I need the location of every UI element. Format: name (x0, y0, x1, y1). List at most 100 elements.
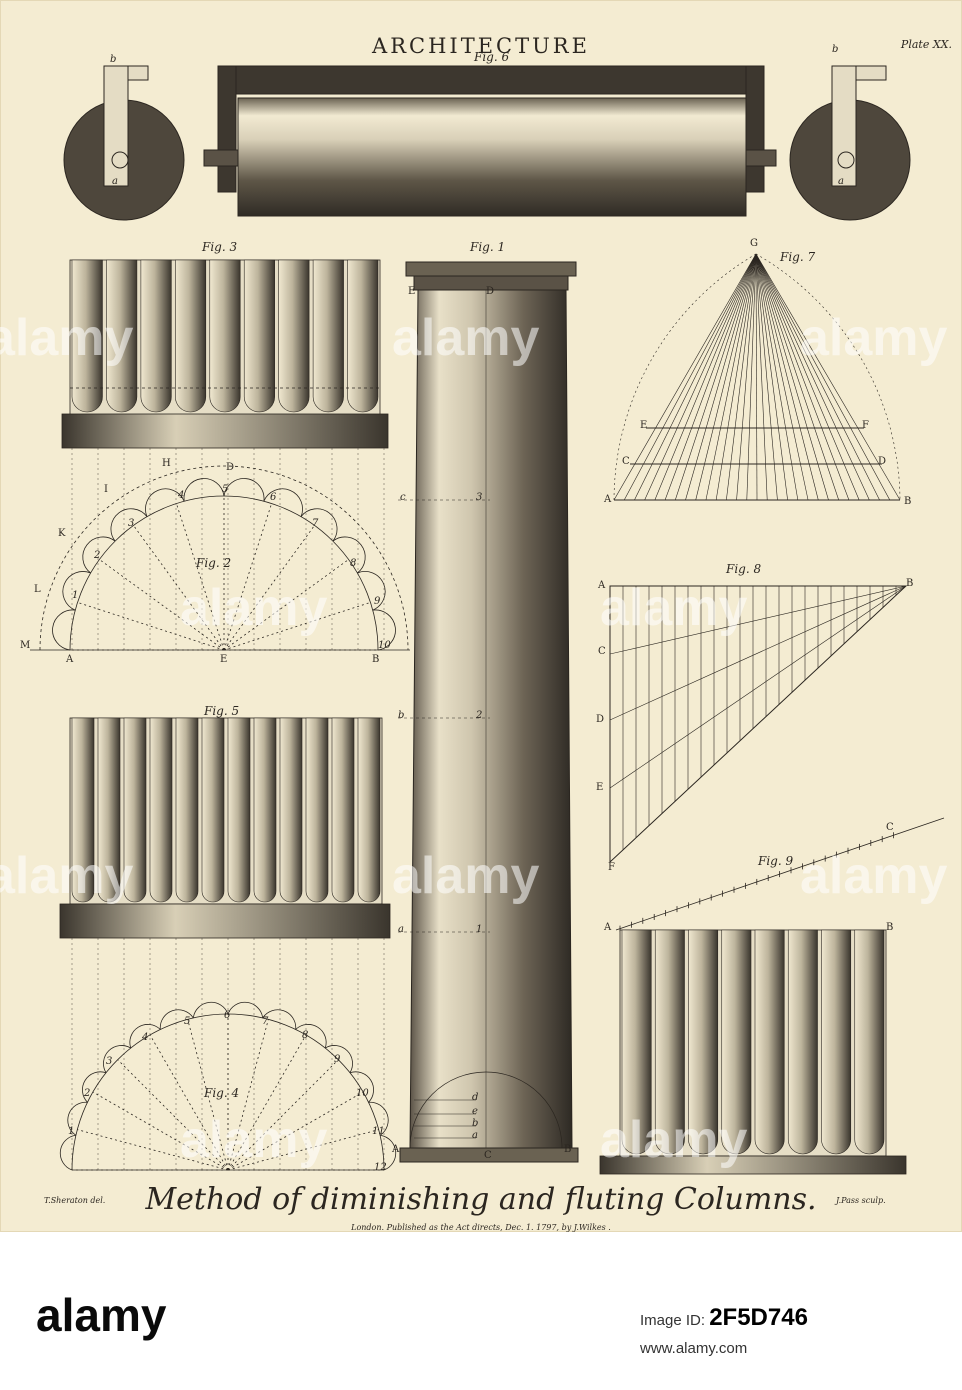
fig-guide-lines (71, 448, 385, 1170)
fig2-n2: 2 (94, 550, 101, 561)
fig4-n12: 12 (374, 1162, 387, 1173)
fig4-n6: 6 (224, 1010, 231, 1021)
fig8-D: D (596, 714, 605, 725)
fig5-fluted-segment (59, 717, 391, 939)
fig5-label: Fig. 5 (204, 704, 240, 718)
image-id: Image ID: 2F5D746 (640, 1304, 808, 1332)
fig4-n4: 4 (142, 1032, 149, 1043)
fig3-label: Fig. 3 (202, 240, 238, 254)
fig4-n8: 8 (302, 1030, 309, 1041)
fig7-F: F (862, 420, 869, 431)
fig7-C: C (622, 456, 630, 467)
fig6-roller (203, 65, 777, 217)
fig2-H: H (162, 458, 171, 469)
watermark: alamy (180, 579, 328, 637)
fig1-D: D (486, 286, 495, 297)
fig1-1: 1 (476, 924, 483, 935)
watermark: alamy (180, 1111, 328, 1169)
fig9-C: C (886, 822, 894, 833)
fig9-fluted-block (599, 817, 945, 1175)
fig4-n5: 5 (184, 1016, 191, 1027)
fig2-D: D (226, 462, 235, 473)
engraving-artwork (0, 0, 962, 1232)
footer-logo: alamy (36, 1289, 167, 1341)
fig2-I: I (104, 484, 108, 495)
plate-caption: Method of diminishing and fluting Column… (145, 1182, 817, 1217)
fig1-label: Fig. 1 (470, 240, 506, 254)
fig6-left-b: b (110, 54, 117, 65)
fig2-M: M (20, 640, 31, 651)
fig2-label: Fig. 2 (196, 556, 232, 570)
fig1-a-low: a (472, 1130, 478, 1141)
fig4-n9: 9 (334, 1054, 341, 1065)
watermark: alamy (0, 847, 134, 905)
delineator-credit: T.Sheraton del. (44, 1196, 106, 1205)
fig8-triangle (609, 585, 908, 864)
footer-url[interactable]: www.alamy.com (640, 1340, 748, 1357)
fig7-G: G (750, 238, 758, 249)
image-id-label: Image ID: (640, 1312, 706, 1329)
fig4-n2: 2 (84, 1088, 91, 1099)
watermark: alamy (392, 309, 540, 367)
fig2-n10: 10 (378, 640, 391, 651)
fig8-B: B (906, 578, 914, 589)
fig6-right-b: b (832, 44, 839, 55)
fig1-c: c (400, 492, 406, 503)
engraver-credit: J.Pass sculp. (836, 1196, 886, 1205)
fig2-n5: 5 (222, 484, 229, 495)
fig6-label: Fig. 6 (474, 50, 510, 64)
fig1-B: B (564, 1144, 572, 1155)
fig2-n8: 8 (350, 558, 357, 569)
fig9-label: Fig. 9 (758, 854, 794, 868)
fig8-A: A (598, 580, 606, 591)
fig1-A: A (392, 1144, 400, 1155)
fig8-F: F (608, 862, 615, 873)
watermark: alamy (392, 847, 540, 905)
fig1-b-low: b (472, 1118, 479, 1129)
watermark: alamy (0, 309, 134, 367)
fig9-B: B (886, 922, 894, 933)
fig2-semicircle (30, 465, 410, 651)
fig4-label: Fig. 4 (204, 1086, 240, 1100)
fig7-B: B (904, 496, 912, 507)
fig4-n10: 10 (356, 1088, 369, 1099)
fig1-E: E (408, 286, 416, 297)
fig2-L: L (34, 584, 41, 595)
watermark: alamy (800, 309, 948, 367)
fig7-A: A (604, 494, 612, 505)
fig9-A: A (604, 922, 612, 933)
fig1-e: e (472, 1106, 478, 1117)
watermark: alamy (600, 579, 748, 637)
engraving-plate: ARCHITECTURE Plate XX. Fig. 6 Fig. 1 Fig… (0, 0, 962, 1232)
fig4-n3: 3 (106, 1056, 113, 1067)
fig1-column (398, 261, 579, 1163)
fig6-left-wheel (63, 65, 185, 221)
fig2-K: K (58, 528, 66, 539)
fig7-label: Fig. 7 (780, 250, 816, 264)
image-id-value: 2F5D746 (709, 1304, 808, 1331)
fig1-C: C (484, 1150, 492, 1161)
plate-title: ARCHITECTURE (372, 34, 590, 58)
fig2-n9: 9 (374, 596, 381, 607)
fig4-n1: 1 (68, 1126, 75, 1137)
fig8-label: Fig. 8 (726, 562, 762, 576)
fig2-n1: 1 (72, 590, 79, 601)
fig2-E: E (220, 654, 228, 665)
fig6-right-a: a (838, 176, 844, 187)
publisher-line: London. Published as the Act directs, De… (351, 1223, 611, 1232)
fig2-n7: 7 (312, 518, 319, 529)
fig2-B: B (372, 654, 380, 665)
watermark: alamy (800, 847, 948, 905)
fig2-n4: 4 (178, 490, 185, 501)
fig6-right-wheel (789, 65, 911, 221)
fig4-n7: 7 (262, 1016, 269, 1027)
watermark: alamy (600, 1111, 748, 1169)
fig1-d: d (472, 1092, 479, 1103)
fig1-2: 2 (476, 710, 483, 721)
fig7-E: E (640, 420, 648, 431)
fig4-n11: 11 (372, 1126, 385, 1137)
fig1-a: a (398, 924, 404, 935)
plate-number: Plate XX. (900, 38, 952, 51)
fig1-b: b (398, 710, 405, 721)
fig8-C: C (598, 646, 606, 657)
